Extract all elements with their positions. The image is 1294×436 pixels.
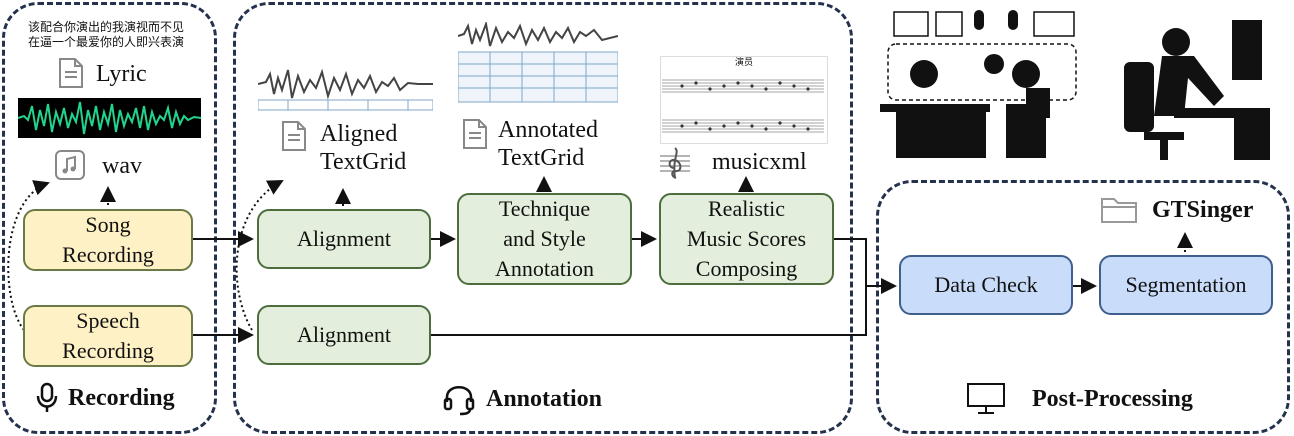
recording-title-text: Recording [68,384,175,411]
lyric-text: 该配合你演出的我演视而不见 在逼一个最爱你的人即兴表演 [28,20,185,49]
microphone-icon [36,382,58,412]
annotation-section [233,2,853,434]
recording-section [2,2,217,434]
musicxml-label: musicxml [712,149,807,175]
annotation-title-text: Annotation [486,385,603,412]
aligned-waveform-graphic [258,68,433,111]
post-processing-title: Post-Processing [966,382,1193,416]
music-note-icon [55,150,85,180]
technique-annotation-box: Technique and Style Annotation [457,193,632,285]
speech-recording-box: Speech Recording [23,305,193,367]
treble-clef-icon [660,147,690,179]
file-icon [282,121,306,151]
gtsinger-label: GTSinger [1152,197,1254,223]
studio-illustration [880,10,1077,158]
lyric-label: Lyric [96,61,147,87]
file-icon [59,58,83,88]
annotated-textgrid-label: Annotated TextGrid [498,117,598,171]
waveform-graphic [18,101,201,135]
alignment-song-box: Alignment [257,209,431,269]
headset-icon [443,386,475,416]
alignment-speech-box: Alignment [257,305,431,365]
song-recording-box: Song Recording [23,209,193,271]
score-title: 演员 [734,58,753,68]
post-processing-title-text: Post-Processing [1032,385,1193,412]
file-icon [463,119,487,149]
data-check-box: Data Check [899,255,1073,315]
annotation-title: Annotation [442,382,602,416]
folder-icon [1101,198,1137,223]
segmentation-box: Segmentation [1099,255,1273,315]
score-staves [662,79,824,133]
post-processing-section [876,180,1290,434]
annotated-textgrid-graphic [458,22,618,103]
recording-title: Recording [36,382,175,414]
monitor-icon [967,383,1005,414]
engineer-illustration [1124,20,1270,160]
wav-label: wav [102,153,142,179]
aligned-textgrid-label: Aligned TextGrid [320,121,407,175]
music-scores-box: Realistic Music Scores Composing [659,193,834,285]
